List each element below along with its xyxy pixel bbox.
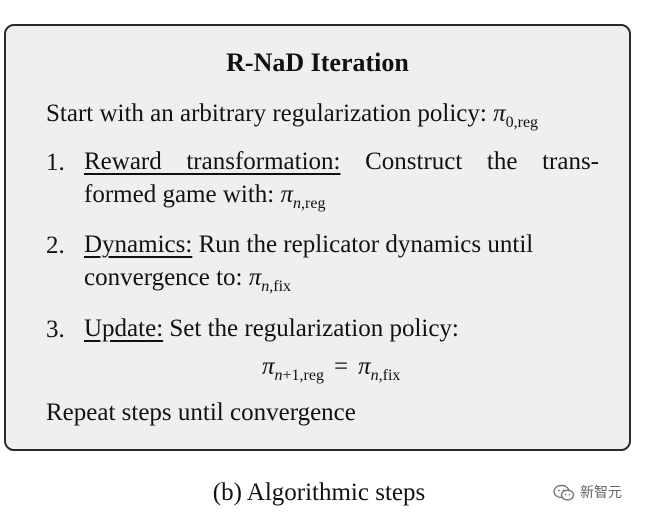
step-1-policy-symbol: πn,reg	[280, 181, 326, 212]
figure-caption: (b) Algorithmic steps	[212, 479, 426, 506]
algorithm-title: R-NaD Iteration	[226, 48, 409, 77]
wechat-icon	[553, 484, 575, 502]
step-3-heading: Update:	[84, 315, 164, 342]
step-1-line-1: Reward transformation: Construct the tra…	[84, 148, 599, 175]
step-2-line-1: Dynamics: Run the replicator dynamics un…	[84, 231, 534, 258]
update-equation: πn+1,reg = πn,fix	[262, 352, 400, 391]
step-1-heading: Reward transformation:	[84, 148, 341, 175]
step-2-line-2: convergence to: πn,fix	[84, 264, 292, 295]
step-1-line-2: formed game with: πn,reg	[84, 181, 326, 212]
step-3-body: Update: Set the regularization policy:	[84, 312, 599, 345]
intro-policy-symbol: π0,reg	[493, 100, 539, 131]
step-2-number: 2.	[46, 232, 65, 259]
algorithm-box: R-NaD Iteration Start with an arbitrary …	[4, 24, 631, 451]
watermark: 新智元	[553, 483, 622, 503]
step-2-policy-symbol: πn,fix	[248, 264, 292, 295]
step-3-number: 3.	[46, 316, 65, 343]
intro-line: Start with an arbitrary regularization p…	[46, 99, 538, 138]
step-2-heading: Dynamics:	[84, 231, 193, 258]
equals-sign: =	[333, 353, 349, 380]
intro-text: Start with an arbitrary regularization p…	[46, 100, 487, 127]
repeat-line: Repeat steps until convergence	[46, 399, 356, 426]
step-1-number: 1.	[46, 149, 65, 176]
step-1-body: Reward transformation: Construct the tra…	[84, 145, 599, 220]
step-2-body: Dynamics: Run the replicator dynamics un…	[84, 228, 599, 303]
watermark-text: 新智元	[580, 485, 622, 501]
step-3-line-1: Update: Set the regularization policy:	[84, 315, 459, 342]
equation-lhs: πn+1,reg	[262, 353, 324, 384]
equation-rhs: πn,fix	[358, 353, 401, 384]
